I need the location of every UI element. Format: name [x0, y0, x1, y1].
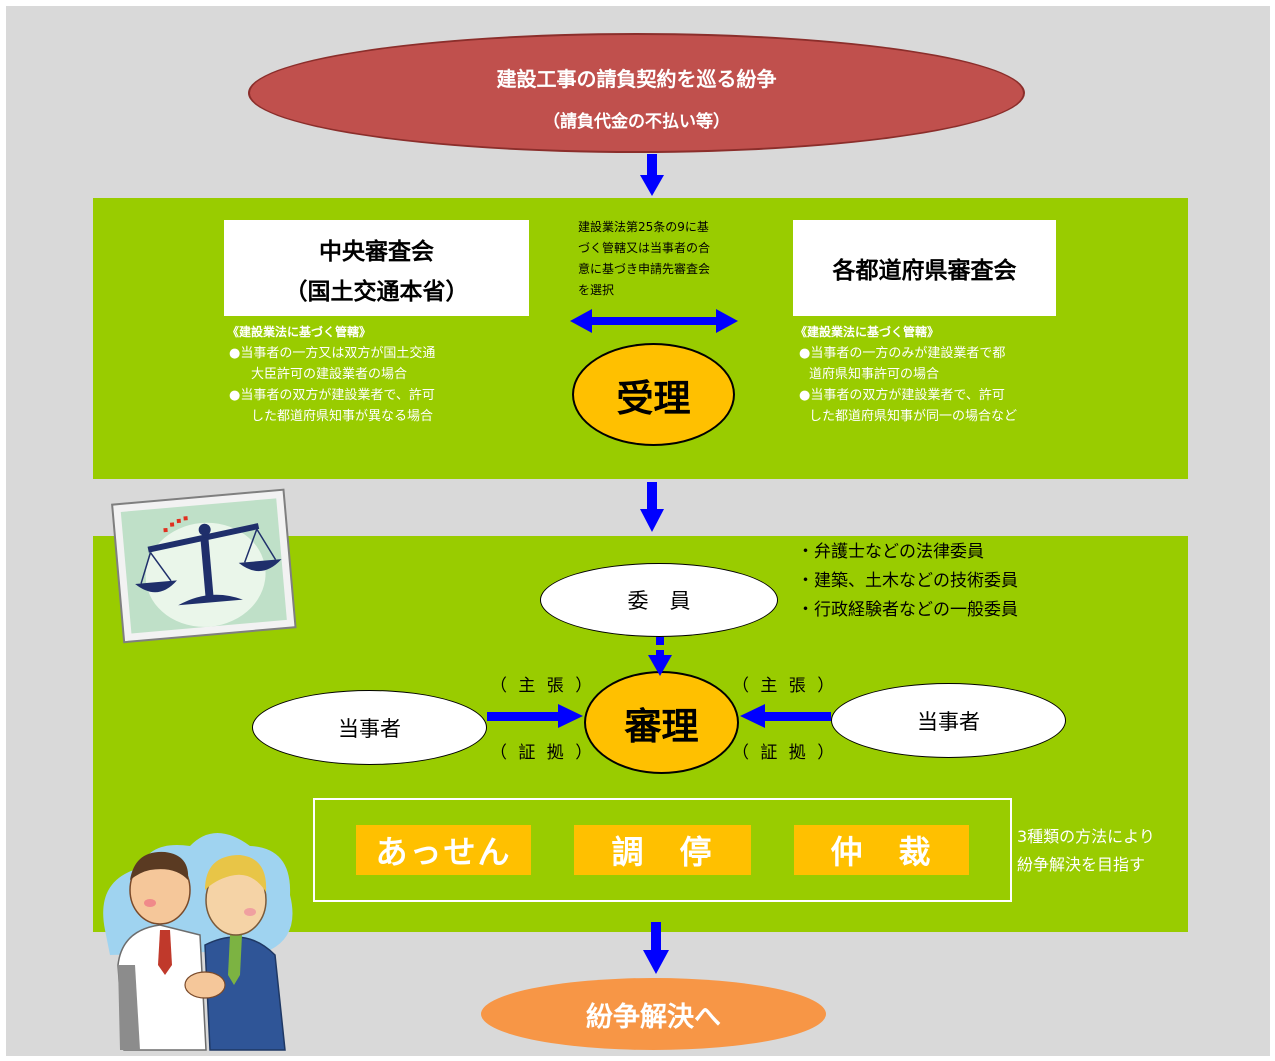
prefectural-item-1: 道府県知事許可の場合 — [809, 367, 940, 382]
dispute-ellipse: 建設工事の請負契約を巡る紛争 （請負代金の不払い等） — [248, 33, 1025, 153]
double-arrow — [570, 309, 738, 333]
party-left-oval: 当事者 — [252, 690, 487, 765]
acceptance-oval: 受理 — [572, 343, 735, 446]
arrow-down-1 — [640, 154, 664, 196]
prefectural-item-0: ●当事者の一方のみが建設業者で都 — [799, 346, 1006, 361]
central-item-0: ●当事者の一方又は双方が国土交通 — [229, 346, 436, 361]
central-committee-box: 中央審査会 （国土交通本省） — [224, 220, 529, 316]
method-mediation: あっせん — [356, 825, 531, 875]
result-label: 紛争解決へ — [586, 1001, 721, 1033]
dispute-subtitle: （請負代金の不払い等） — [543, 112, 730, 132]
member-type-technical: ・建築、土木などの技術委員 — [797, 571, 1018, 591]
central-committee-name: 中央審査会 — [319, 239, 434, 265]
central-jurisdiction: 《建設業法に基づく管轄》 ●当事者の一方又は双方が国土交通 大臣許可の建設業者の… — [227, 322, 435, 427]
methods-note-line-1: 紛争解決を目指す — [1017, 855, 1146, 874]
method-conciliation: 調 停 — [574, 825, 751, 875]
method-mediation-label: あっせん — [375, 833, 512, 871]
method-arbitration: 仲 裁 — [794, 825, 969, 875]
central-jurisdiction-head: 《建設業法に基づく管轄》 — [227, 325, 372, 339]
method-arbitration-label: 仲 裁 — [830, 833, 933, 871]
selection-note-line-3: を選択 — [578, 283, 615, 297]
evidence-left: （ 証 拠 ） — [490, 743, 596, 763]
left-party-arrow — [487, 704, 583, 728]
acceptance-label: 受理 — [616, 376, 691, 420]
central-item-2: ●当事者の双方が建設業者で、許可 — [229, 388, 435, 403]
result-ellipse: 紛争解決へ — [481, 978, 826, 1050]
prefectural-jurisdiction-head: 《建設業法に基づく管轄》 — [795, 325, 940, 339]
hearing-label: 審理 — [624, 704, 699, 748]
prefectural-item-3: した都道府県知事が同一の場合など — [809, 409, 1018, 424]
handshake-illustration — [103, 833, 293, 1051]
party-right-oval: 当事者 — [831, 683, 1066, 758]
selection-note: 建設業法第25条の9に基 づく管轄又は当事者の合 意に基づき申請先審査会 を選択 — [578, 217, 710, 301]
evidence-right: （ 証 拠 ） — [732, 743, 838, 763]
prefectural-committee-name: 各都道府県審査会 — [832, 258, 1017, 284]
selection-note-line-1: づく管轄又は当事者の合 — [578, 241, 711, 255]
arrow-down-2 — [640, 482, 664, 532]
members-oval: 委 員 — [540, 563, 778, 637]
dispute-title: 建設工事の請負契約を巡る紛争 — [496, 67, 777, 91]
prefectural-item-2: ●当事者の双方が建設業者で、許可 — [799, 388, 1005, 403]
central-committee-ministry: （国土交通本省） — [284, 279, 469, 305]
central-item-1: 大臣許可の建設業者の場合 — [251, 367, 408, 382]
prefectural-committee-box: 各都道府県審査会 — [793, 220, 1056, 316]
right-party-arrow — [740, 704, 831, 728]
member-type-general: ・行政経験者などの一般委員 — [797, 600, 1018, 620]
methods-box — [313, 798, 1012, 902]
party-right-label: 当事者 — [917, 709, 980, 734]
claim-right: （ 主 張 ） — [732, 676, 838, 696]
methods-note: 3種類の方法により 紛争解決を目指す — [1017, 823, 1155, 879]
arrow-down-3 — [643, 922, 669, 974]
members-list: ・弁護士などの法律委員 ・建築、土木などの技術委員 ・行政経験者などの一般委員 — [797, 538, 1018, 625]
party-left-label: 当事者 — [338, 716, 401, 741]
selection-note-line-2: 意に基づき申請先審査会 — [578, 262, 711, 276]
members-label: 委 員 — [627, 589, 691, 613]
claim-left: （ 主 張 ） — [490, 676, 596, 696]
central-item-3: した都道府県知事が異なる場合 — [251, 409, 434, 424]
hearing-oval: 審理 — [584, 671, 739, 774]
member-type-legal: ・弁護士などの法律委員 — [797, 542, 984, 562]
method-conciliation-label: 調 停 — [611, 833, 714, 871]
selection-note-line-0: 建設業法第25条の9に基 — [578, 220, 709, 234]
prefectural-jurisdiction: 《建設業法に基づく管轄》 ●当事者の一方のみが建設業者で都 道府県知事許可の場合… — [795, 322, 1017, 427]
methods-note-line-0: 3種類の方法により — [1017, 827, 1155, 846]
scales-of-justice-icon — [111, 488, 297, 644]
members-to-hearing-arrow — [648, 637, 672, 676]
